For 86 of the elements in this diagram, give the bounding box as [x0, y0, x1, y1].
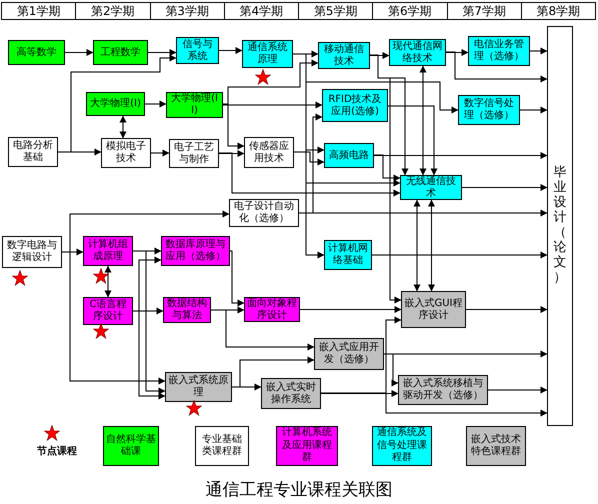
course-box: C语言程序设计	[83, 297, 133, 325]
arrow	[144, 100, 166, 108]
semester-header-cell: 第3学期	[150, 2, 225, 20]
course-box: 数字电路与逻辑设计	[2, 236, 62, 268]
arrow	[300, 306, 402, 313]
course-box: 大学物理(II)	[166, 92, 223, 118]
arrow	[150, 150, 170, 156]
course-box: 无线通信技术	[400, 175, 462, 200]
arrow	[320, 392, 548, 416]
arrow	[218, 152, 400, 196]
arrow	[132, 250, 166, 394]
arrow	[120, 116, 126, 138]
semester-header-cell: 第8学期	[520, 2, 596, 20]
course-box: RFID技术及应用(选修)	[322, 89, 388, 122]
legend-swatch: 专业基础类课程群	[195, 426, 249, 466]
semester-header-cell: 第6学期	[372, 2, 448, 20]
arrow	[148, 49, 176, 56]
arrow	[488, 386, 548, 394]
arrow	[58, 148, 102, 156]
arrow	[428, 200, 435, 292]
arrow	[230, 250, 244, 306]
arrow	[462, 184, 548, 191]
semester-header-cell: 第1学期	[1, 2, 76, 20]
legend-swatch: 嵌入式技术特色课程群	[466, 426, 526, 466]
course-box: 电子设计自动化（选修）	[229, 199, 299, 227]
arrow	[294, 152, 324, 166]
course-box: 电子工艺与制作	[169, 139, 219, 168]
course-box: 嵌入式实时操作系统	[261, 378, 321, 409]
course-box: 高频电路	[324, 143, 374, 168]
semester-header-cell: 第4学期	[224, 2, 299, 20]
course-box: 电路分析基础	[8, 137, 58, 167]
course-box: 嵌入式GUI程序设计	[401, 291, 466, 328]
arrow	[420, 66, 426, 176]
course-box: 嵌入式系统原理	[165, 372, 232, 402]
arrow	[374, 154, 400, 182]
course-box: 移动通信技术	[318, 42, 370, 69]
course-box: 数字信号处理（选修）	[458, 95, 520, 125]
course-box: 电信业务管理（选修）	[468, 36, 530, 66]
semester-header-cell: 第2学期	[75, 2, 150, 20]
course-box: 信号与系统	[176, 37, 219, 64]
arrow	[384, 354, 398, 386]
course-box: 数据结构与算法	[163, 297, 211, 323]
arrow	[374, 152, 548, 159]
legend-swatch: 计算机系统及应用课程群	[276, 426, 338, 466]
diagram-title: 通信工程专业课程关联图	[206, 480, 392, 500]
course-box: 面向对象程序设计	[244, 297, 300, 322]
thesis-bar: 毕业设计（论文）	[547, 26, 573, 426]
legend-text: 节点课程	[37, 444, 77, 458]
course-box: 模拟电子技术	[101, 138, 151, 168]
arrow	[292, 54, 324, 258]
arrow	[298, 210, 548, 216]
arrow	[132, 310, 166, 400]
arrow	[64, 49, 94, 56]
course-box: 嵌入式应用开发（选修）	[314, 338, 384, 370]
arrow	[210, 310, 314, 350]
arrow	[218, 150, 244, 157]
course-box: 传感器应用技术	[244, 137, 294, 168]
arrow	[372, 252, 548, 258]
course-box: 工程数学	[93, 40, 148, 65]
course-box: 高等数学	[8, 40, 65, 65]
arrow	[222, 60, 318, 104]
arrow	[62, 252, 166, 384]
course-box: 嵌入式系统移植与驱动开发（选修）	[398, 375, 488, 405]
course-box: 数据库原理与应用（选修）	[161, 236, 230, 266]
legend-swatch: 通信系统及信号处理课程群	[372, 426, 432, 466]
semester-header-cell: 第5学期	[298, 2, 374, 20]
arrow	[104, 266, 112, 298]
course-box: 大学物理(I)	[86, 92, 145, 116]
arrow	[370, 52, 390, 59]
course-box: 计算机网络基础	[324, 240, 372, 270]
arrow	[530, 48, 548, 54]
arrow	[232, 384, 262, 390]
course-box: 现代通信网络技术	[389, 39, 446, 66]
arrow	[320, 390, 398, 397]
course-box: 计算机组成原理	[83, 236, 133, 266]
arrow	[520, 106, 548, 114]
arrow	[370, 54, 402, 304]
arrow	[222, 102, 322, 108]
arrow	[446, 49, 468, 56]
course-box: 通信系统原理	[242, 40, 293, 68]
arrow	[388, 106, 438, 176]
semester-header-cell: 第7学期	[446, 2, 522, 20]
legend-swatch: 自然科学基础课	[103, 426, 159, 466]
arrow	[446, 52, 548, 82]
arrow	[218, 47, 242, 54]
arrow	[466, 306, 548, 313]
